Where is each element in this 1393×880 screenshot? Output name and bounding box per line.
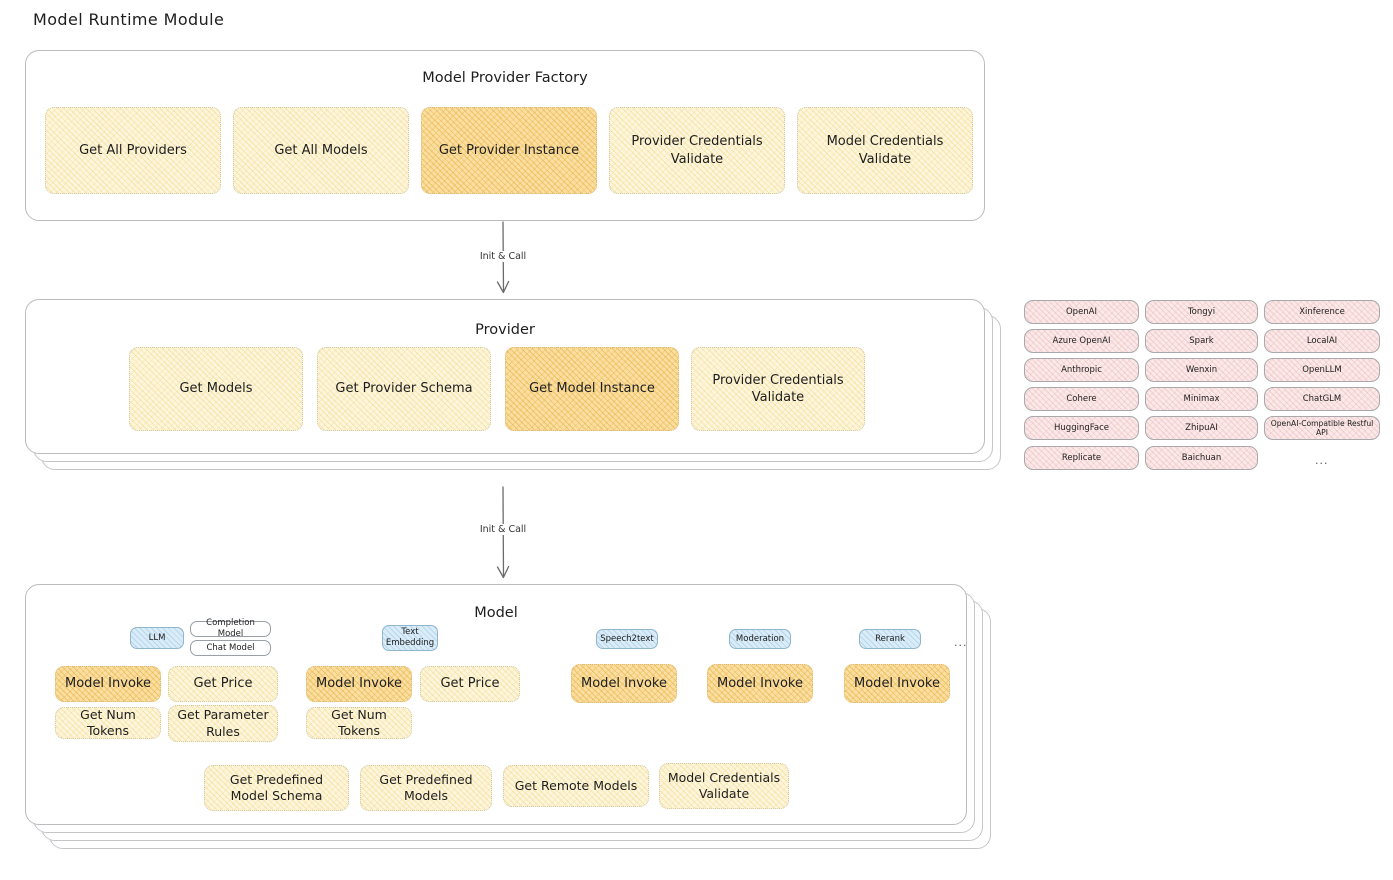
provider-chip-anthropic[interactable]: Anthropic xyxy=(1024,358,1139,382)
speech2text-method-model-invoke[interactable]: Model Invoke xyxy=(571,664,677,703)
model-shared-method-model-credentials-validate[interactable]: Model Credentials Validate xyxy=(659,763,789,809)
provider-node-provider-credentials-validate[interactable]: Provider Credentials Validate xyxy=(691,347,865,431)
rerank-method-model-invoke[interactable]: Model Invoke xyxy=(844,664,950,703)
llm-method-get-price[interactable]: Get Price xyxy=(168,666,278,702)
llm-method-get-num-tokens[interactable]: Get Num Tokens xyxy=(55,707,161,739)
provider-chip-chatglm[interactable]: ChatGLM xyxy=(1264,387,1380,411)
provider-panel: Provider Get Models Get Provider Schema … xyxy=(25,299,985,454)
factory-node-model-credentials-validate[interactable]: Model Credentials Validate xyxy=(797,107,973,194)
llm-method-model-invoke[interactable]: Model Invoke xyxy=(55,666,161,702)
connector-label-init-and-call-1: Init & Call xyxy=(475,251,531,262)
provider-chip-cohere[interactable]: Cohere xyxy=(1024,387,1139,411)
model-type-badge-text-embedding[interactable]: Text Embedding xyxy=(382,625,438,651)
provider-chip-azure-openai[interactable]: Azure OpenAI xyxy=(1024,329,1139,353)
text-embedding-method-get-num-tokens[interactable]: Get Num Tokens xyxy=(306,707,412,739)
provider-chip-openai[interactable]: OpenAI xyxy=(1024,300,1139,324)
provider-chip-openai-compatible-restful-api[interactable]: OpenAI-Compatible Restful API xyxy=(1264,416,1380,440)
moderation-method-model-invoke[interactable]: Model Invoke xyxy=(707,664,813,703)
model-panel: Model LLM Completion Model Chat Model Te… xyxy=(25,584,967,825)
arrow-down-icon xyxy=(496,486,510,579)
provider-chip-openllm[interactable]: OpenLLM xyxy=(1264,358,1380,382)
model-subtype-badge-chat-model[interactable]: Chat Model xyxy=(190,640,271,656)
provider-chip-wenxin[interactable]: Wenxin xyxy=(1145,358,1258,382)
factory-node-get-all-models[interactable]: Get All Models xyxy=(233,107,409,194)
factory-node-get-all-providers[interactable]: Get All Providers xyxy=(45,107,221,194)
provider-chip-replicate[interactable]: Replicate xyxy=(1024,446,1139,470)
model-shared-method-get-predefined-models[interactable]: Get Predefined Models xyxy=(360,765,492,811)
provider-chip-minimax[interactable]: Minimax xyxy=(1145,387,1258,411)
model-shared-method-get-remote-models[interactable]: Get Remote Models xyxy=(503,765,649,807)
provider-node-get-model-instance[interactable]: Get Model Instance xyxy=(505,347,679,431)
model-subtype-badge-completion-model[interactable]: Completion Model xyxy=(190,618,271,639)
model-type-badge-llm[interactable]: LLM xyxy=(130,627,184,649)
provider-node-get-models[interactable]: Get Models xyxy=(129,347,303,431)
provider-chip-baichuan[interactable]: Baichuan xyxy=(1145,446,1258,470)
connector-label-init-and-call-2: Init & Call xyxy=(475,524,531,535)
factory-node-get-provider-instance[interactable]: Get Provider Instance xyxy=(421,107,597,194)
model-type-badge-moderation[interactable]: Moderation xyxy=(729,629,791,649)
model-provider-factory-panel: Model Provider Factory Get All Providers… xyxy=(25,50,985,221)
model-provider-factory-title: Model Provider Factory xyxy=(422,70,588,86)
provider-node-get-provider-schema[interactable]: Get Provider Schema xyxy=(317,347,491,431)
connector-factory-to-provider: Init & Call xyxy=(463,221,543,299)
text-embedding-method-model-invoke[interactable]: Model Invoke xyxy=(306,666,412,702)
factory-node-provider-credentials-validate[interactable]: Provider Credentials Validate xyxy=(609,107,785,194)
text-embedding-method-get-price[interactable]: Get Price xyxy=(420,666,520,702)
provider-title: Provider xyxy=(475,322,535,338)
page-title: Model Runtime Module xyxy=(33,10,225,29)
provider-list-ellipsis: ... xyxy=(1315,454,1329,467)
provider-chip-zhipuai[interactable]: ZhipuAI xyxy=(1145,416,1258,440)
provider-chip-localai[interactable]: LocalAI xyxy=(1264,329,1380,353)
model-type-badge-rerank[interactable]: Rerank xyxy=(859,629,921,649)
model-type-badge-speech2text[interactable]: Speech2text xyxy=(596,629,658,649)
provider-chip-huggingface[interactable]: HuggingFace xyxy=(1024,416,1139,440)
llm-method-get-parameter-rules[interactable]: Get Parameter Rules xyxy=(168,705,278,742)
model-shared-method-get-predefined-model-schema[interactable]: Get Predefined Model Schema xyxy=(204,765,349,811)
provider-chip-spark[interactable]: Spark xyxy=(1145,329,1258,353)
provider-list: OpenAI Azure OpenAI Anthropic Cohere Hug… xyxy=(1024,300,1380,475)
connector-provider-to-model: Init & Call xyxy=(463,486,543,584)
model-types-ellipsis: ... xyxy=(954,636,968,649)
provider-chip-tongyi[interactable]: Tongyi xyxy=(1145,300,1258,324)
model-title: Model xyxy=(474,605,518,621)
provider-chip-xinference[interactable]: Xinference xyxy=(1264,300,1380,324)
